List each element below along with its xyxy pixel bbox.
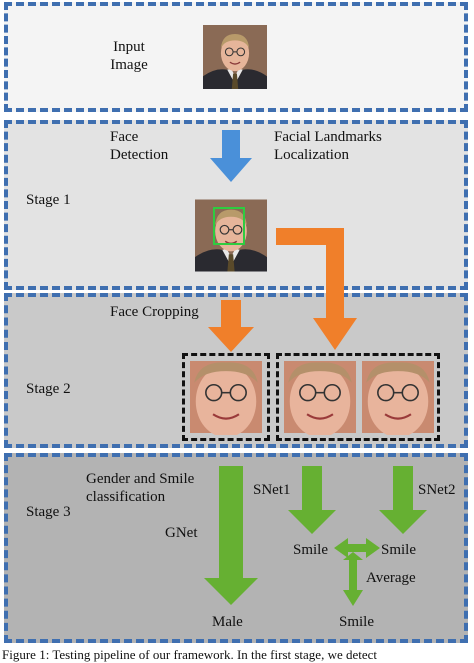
- input-label-line2: Image: [110, 57, 148, 73]
- smile-left-label: Smile: [293, 542, 329, 558]
- face-detection-line1: Face: [110, 129, 139, 145]
- landmarks-line1: Facial Landmarks: [274, 129, 382, 145]
- snet2-label: SNet2: [418, 482, 456, 498]
- stage1-label: Stage 1: [26, 192, 71, 208]
- input-image: [203, 24, 267, 90]
- face-detection-line2: Detection: [110, 147, 169, 163]
- face-detection-box: [213, 207, 245, 245]
- classification-line1: Gender and Smile: [86, 471, 195, 487]
- smile-final-label: Smile: [339, 614, 375, 630]
- landmarks-line2: Localization: [274, 147, 349, 163]
- snet1-label: SNet1: [253, 482, 291, 498]
- face-cropping-label: Face Cropping: [110, 304, 199, 320]
- detected-face-image: [195, 198, 267, 273]
- gnet-label: GNet: [165, 525, 198, 541]
- cropped-face-3: [362, 359, 434, 435]
- input-image-label: Input Image: [103, 38, 155, 74]
- classification-label: Gender and Smile classification: [86, 470, 194, 506]
- crop-box-1: [182, 353, 270, 441]
- crop-box-2: [276, 353, 440, 441]
- cropped-face-1: [190, 359, 262, 435]
- cropped-face-2: [284, 359, 356, 435]
- smile-right-label: Smile: [381, 542, 417, 558]
- input-image-panel: [4, 2, 468, 112]
- landmarks-label: Facial Landmarks Localization: [274, 128, 382, 164]
- figure-caption: Figure 1: Testing pipeline of our framew…: [2, 647, 378, 662]
- face-detection-label: Face Detection: [110, 128, 168, 164]
- stage2-label: Stage 2: [26, 381, 71, 397]
- stage3-label: Stage 3: [26, 504, 71, 520]
- classification-line2: classification: [86, 489, 166, 505]
- male-label: Male: [212, 614, 243, 630]
- average-label: Average: [366, 570, 416, 586]
- input-label-line1: Input: [113, 39, 145, 55]
